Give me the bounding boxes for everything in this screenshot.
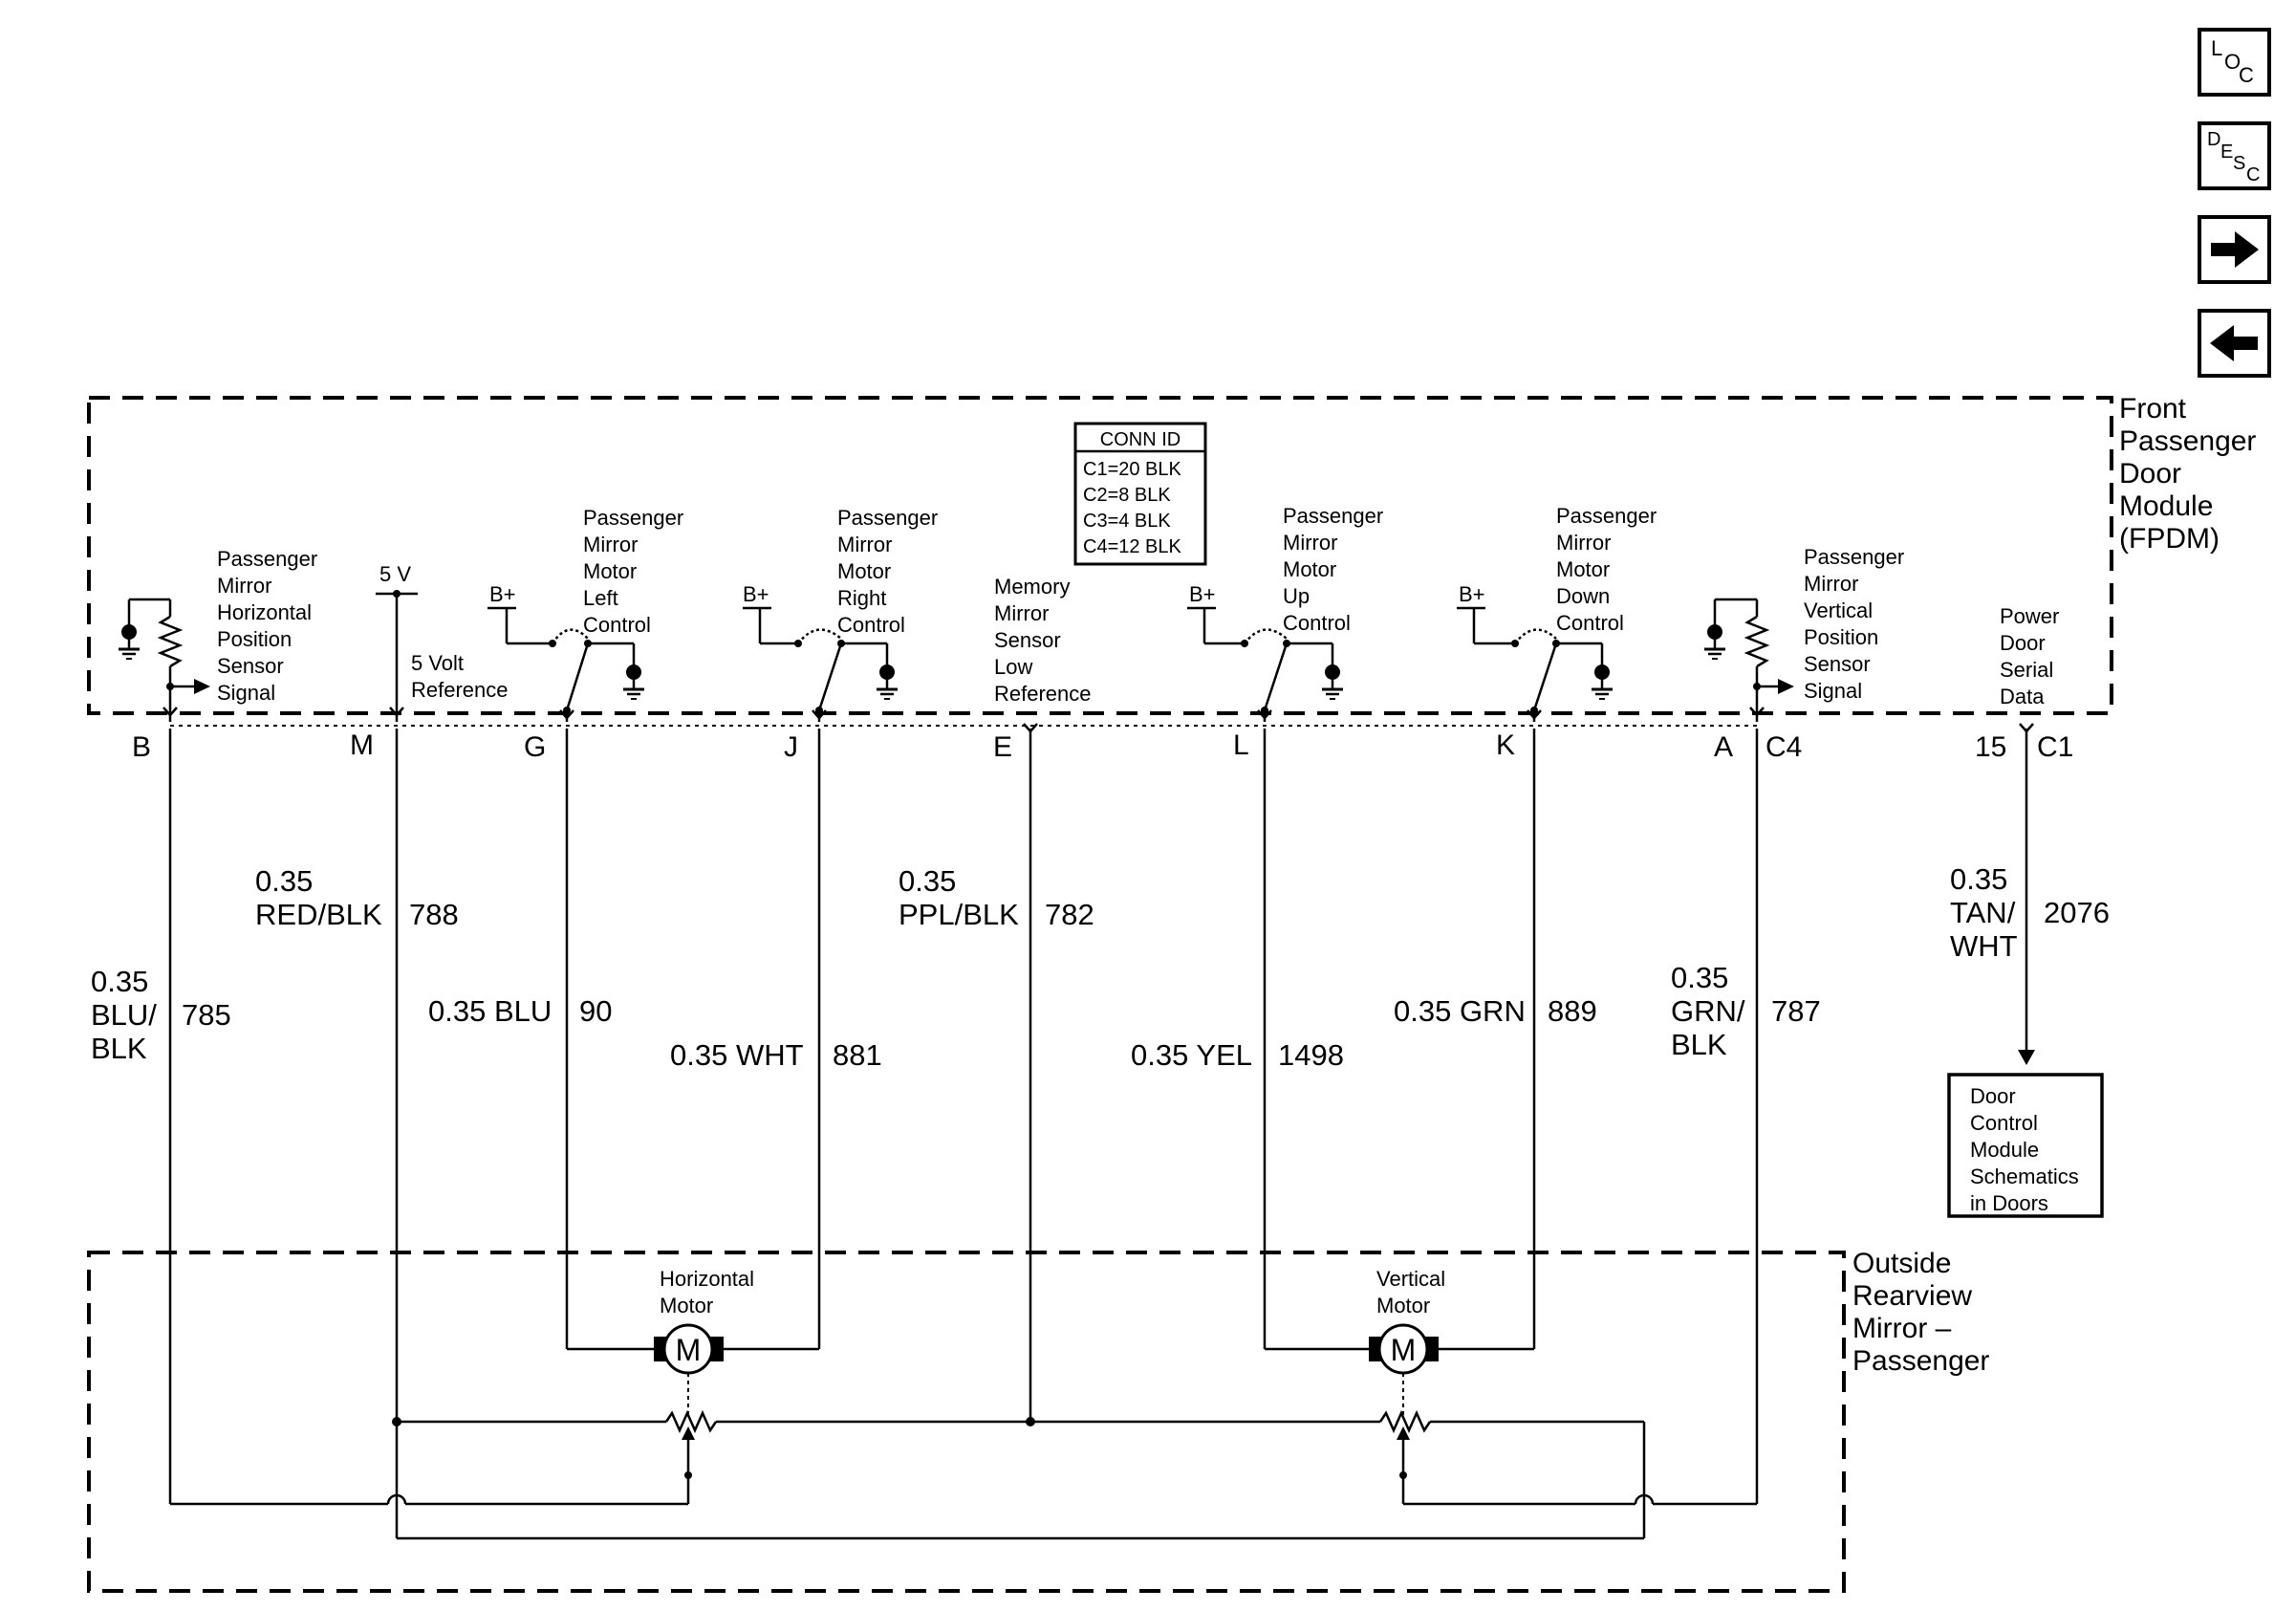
label-bplus-k: B+ — [1459, 582, 1485, 606]
svg-text:881: 881 — [833, 1038, 882, 1072]
svg-text:2076: 2076 — [2044, 896, 2110, 929]
pin-l: L — [1233, 729, 1249, 761]
label-horizontal-motor: Horizontal Motor — [660, 1267, 760, 1317]
svg-text:787: 787 — [1771, 994, 1821, 1028]
label-5v-reference: 5 Volt Reference — [411, 651, 509, 702]
pin-a: A — [1714, 731, 1733, 763]
label-horizontal-sensor: Passenger Mirror Horizontal Position Sen… — [217, 547, 323, 705]
label-left-control: Passenger Mirror Motor Left Control — [583, 506, 689, 637]
pin-15: 15 — [1975, 731, 2006, 763]
svg-text:889: 889 — [1548, 994, 1597, 1028]
label-memory-low-reference: Memory Mirror Sensor Low Reference — [994, 575, 1092, 706]
label-bplus-l: B+ — [1189, 582, 1216, 606]
connector-c1: C1 — [2037, 731, 2073, 763]
svg-text:0.35 WHT: 0.35 WHT — [670, 1038, 804, 1072]
pin-e: E — [993, 731, 1012, 763]
up-control-switch — [1187, 606, 1334, 722]
svg-text:0.35 YEL: 0.35 YEL — [1131, 1038, 1252, 1072]
svg-text:BLU/: BLU/ — [91, 998, 157, 1032]
right-control-switch — [743, 606, 889, 722]
svg-text:BLK: BLK — [1671, 1028, 1727, 1061]
svg-text:1498: 1498 — [1278, 1038, 1344, 1072]
label-down-control: Passenger Mirror Motor Down Control — [1556, 504, 1662, 635]
svg-text:785: 785 — [182, 998, 231, 1032]
svg-text:782: 782 — [1045, 898, 1094, 931]
svg-text:PPL/BLK: PPL/BLK — [899, 898, 1019, 931]
mirror-label: Outside Rearview Mirror – Passenger — [1852, 1248, 1989, 1377]
arrow-icon — [1778, 679, 1794, 694]
arrow-icon — [194, 679, 210, 694]
svg-text:0.35 GRN: 0.35 GRN — [1394, 994, 1526, 1028]
svg-text:WHT: WHT — [1950, 929, 2018, 963]
svg-text:CONN ID: CONN ID — [1100, 429, 1180, 450]
label-serial-data: Power Door Serial Data — [2000, 604, 2065, 708]
svg-text:0.35: 0.35 — [1671, 961, 1728, 994]
horizontal-motor: M — [567, 1323, 819, 1415]
svg-text:0.35: 0.35 — [91, 965, 148, 998]
svg-text:90: 90 — [579, 994, 612, 1028]
next-page-button[interactable] — [2198, 215, 2271, 284]
svg-text:M: M — [676, 1333, 702, 1367]
desc-button[interactable]: D E S C — [2198, 121, 2271, 190]
conn-id-table: CONN ID C1=20 BLK C2=8 BLK C3=4 BLK C4=1… — [1073, 422, 1207, 566]
svg-text:Door Control Modul: Door Control Module Schematics in Doors — [1970, 1084, 2085, 1215]
vertical-position-sensor — [1713, 598, 1780, 722]
arrow-left-icon — [2210, 325, 2258, 361]
svg-text:0.35: 0.35 — [899, 864, 956, 898]
svg-text:D: D — [2207, 129, 2220, 150]
svg-text:0.35: 0.35 — [1950, 862, 2007, 896]
left-control-switch — [487, 606, 636, 722]
label-bplus-j: B+ — [743, 582, 769, 606]
svg-text:L: L — [2211, 36, 2222, 60]
label-right-control: Passenger Mirror Motor Right Control — [837, 506, 943, 637]
horizontal-position-sensor — [127, 598, 196, 708]
svg-text:788: 788 — [409, 898, 459, 931]
fpdm-label: Front Passenger Door Module (FPDM) — [2119, 393, 2264, 555]
loc-button[interactable]: L O C — [2198, 28, 2271, 97]
svg-text:S: S — [2233, 153, 2245, 174]
svg-text:M: M — [1391, 1333, 1417, 1367]
label-vertical-motor: Vertical Motor — [1376, 1267, 1451, 1317]
pin-k: K — [1496, 729, 1515, 761]
arrow-right-icon — [2211, 231, 2259, 268]
svg-text:C4=12 BLK: C4=12 BLK — [1083, 536, 1182, 557]
svg-text:E: E — [2220, 142, 2233, 163]
svg-text:GRN/: GRN/ — [1671, 994, 1745, 1028]
wires — [168, 729, 2028, 1538]
svg-text:RED/BLK: RED/BLK — [255, 898, 382, 931]
svg-text:C3=4 BLK: C3=4 BLK — [1083, 511, 1171, 532]
svg-text:C1=20 BLK: C1=20 BLK — [1083, 459, 1182, 480]
svg-text:BLK: BLK — [91, 1032, 147, 1065]
mirror-module-box — [87, 1251, 1846, 1593]
label-5v: 5 V — [379, 562, 411, 586]
pin-labels: B M G J E L K A C4 15 C1 — [132, 729, 2073, 763]
svg-text:0.35: 0.35 — [255, 864, 313, 898]
position-sensor-wiring — [170, 1409, 1757, 1540]
label-bplus-g: B+ — [489, 582, 516, 606]
previous-page-button[interactable] — [2198, 309, 2271, 378]
wire-labels: 0.35 BLU/ BLK 785 0.35 RED/BLK 788 0.35 … — [91, 862, 2110, 1072]
label-up-control: Passenger Mirror Motor Up Control — [1283, 504, 1389, 635]
door-control-module-link[interactable]: Door Control Module Schematics in Doors — [1947, 1073, 2104, 1218]
svg-text:C: C — [2239, 63, 2254, 87]
connector-c4: C4 — [1765, 731, 1802, 763]
fpdm-module-box — [87, 396, 2113, 715]
svg-text:TAN/: TAN/ — [1950, 896, 2016, 929]
svg-text:C2=8 BLK: C2=8 BLK — [1083, 485, 1171, 506]
pin-g: G — [524, 731, 546, 763]
pin-j: J — [784, 731, 798, 763]
label-vertical-sensor: Passenger Mirror Vertical Position Senso… — [1804, 545, 1910, 703]
arrow-down-icon — [2018, 1050, 2035, 1065]
svg-text:O: O — [2224, 50, 2241, 74]
svg-text:0.35 BLU: 0.35 BLU — [428, 994, 552, 1028]
pin-b: B — [132, 731, 151, 763]
vertical-motor: M — [1265, 1323, 1534, 1415]
pin-m: M — [350, 729, 374, 761]
svg-text:C: C — [2246, 164, 2260, 185]
